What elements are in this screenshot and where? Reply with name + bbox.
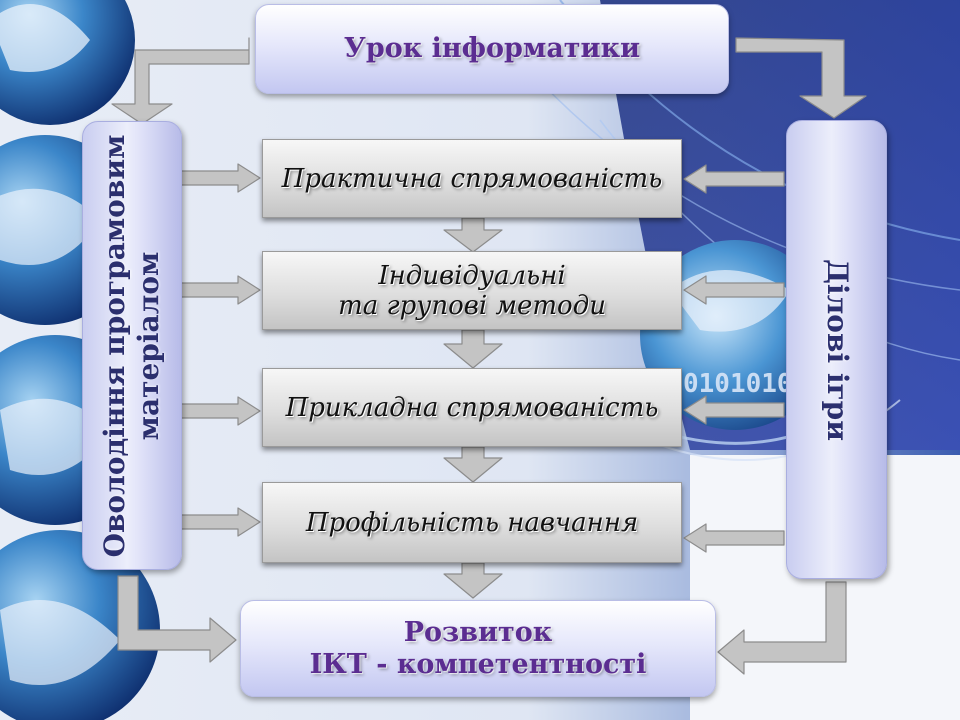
step-4-line-1: Профільність навчання: [305, 507, 639, 538]
step-1-text: Практична спрямованість: [282, 164, 663, 194]
step-1-line-1: Практична спрямованість: [281, 163, 663, 194]
ict-line-1: Розвиток: [403, 616, 553, 648]
step-2-text: Індивідуальні та групові методи: [338, 261, 606, 321]
lesson-title-box: Урок інформатики: [255, 4, 729, 94]
ict-competence-box: Розвиток ІКТ - компетентності: [240, 600, 716, 697]
ict-competence-text: Розвиток ІКТ - компетентності: [310, 617, 647, 681]
left-panel-line-2: матеріалом: [132, 251, 165, 440]
step-3-line-1: Прикладна спрямованість: [285, 392, 659, 423]
right-panel-text: Ділові ігри: [820, 258, 854, 441]
left-panel-text: Оволодіння програмовим матеріалом: [98, 134, 166, 557]
right-panel-business-games: Ділові ігри: [786, 120, 887, 579]
left-panel-line-1: Оволодіння програмовим: [98, 134, 131, 557]
step-box-4: Профільність навчання: [262, 482, 682, 563]
lesson-title: Урок інформатики: [343, 33, 641, 64]
step-2-line-2: та групові методи: [338, 290, 606, 321]
left-panel-mastery: Оволодіння програмовим матеріалом: [82, 121, 182, 570]
step-box-3: Прикладна спрямованість: [262, 368, 682, 447]
ict-line-2: ІКТ - компетентності: [309, 648, 647, 680]
step-box-2: Індивідуальні та групові методи: [262, 251, 682, 330]
step-2-line-1: Індивідуальні: [378, 260, 566, 291]
step-box-1: Практична спрямованість: [262, 139, 682, 218]
step-3-text: Прикладна спрямованість: [286, 393, 659, 423]
step-4-text: Профільність навчання: [306, 508, 638, 538]
